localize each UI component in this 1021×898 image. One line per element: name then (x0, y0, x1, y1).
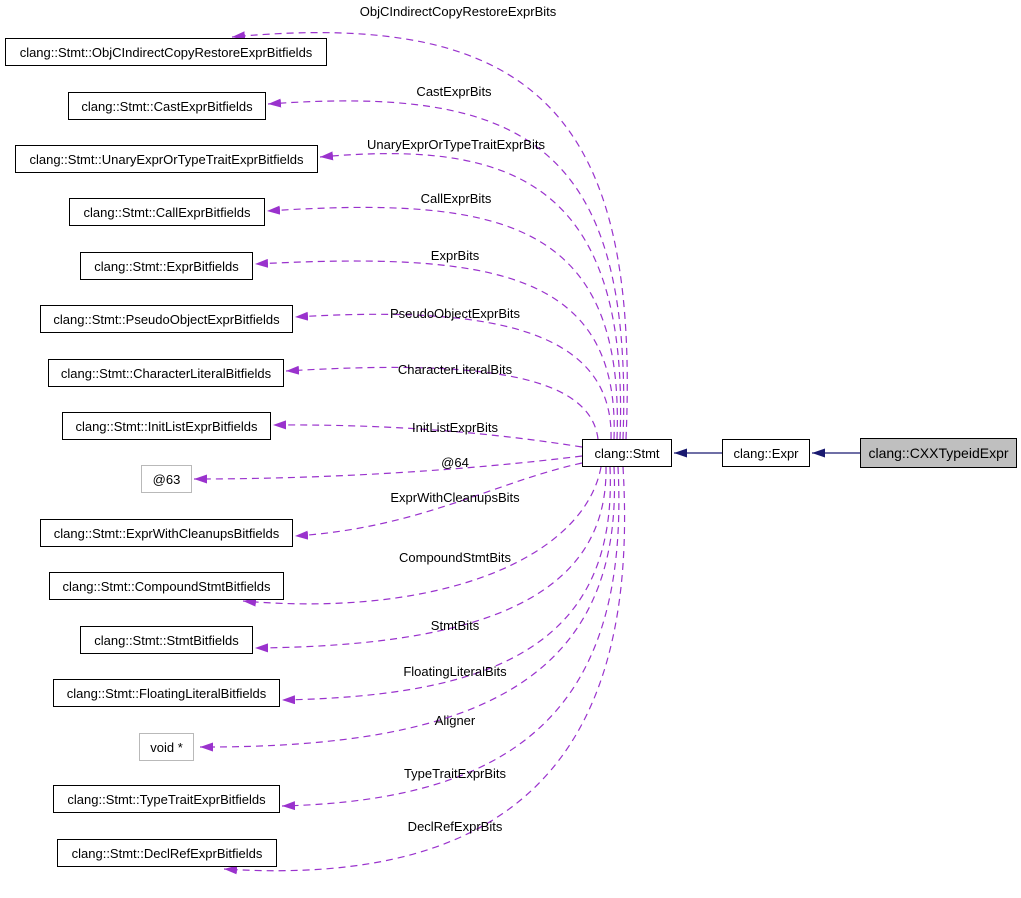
edge-label: PseudoObjectExprBits (389, 306, 521, 321)
edge-label: StmtBits (430, 618, 480, 633)
class-node-init-list-expr-bitfields[interactable]: clang::Stmt::InitListExprBitfields (62, 412, 271, 440)
void-pointer-node-label: void * (150, 739, 183, 755)
usage-edge-init-list (272, 420, 583, 448)
usage-edge-stmt-bits (254, 466, 607, 653)
class-node-cast-expr-bitfields[interactable]: clang::Stmt::CastExprBitfields (68, 92, 266, 120)
class-node-call-expr-bitfields[interactable]: clang::Stmt::CallExprBitfields (69, 198, 265, 226)
edge-label: InitListExprBits (412, 420, 498, 435)
edge-label: ExprBits (430, 248, 480, 263)
class-node-pseudo-object-expr-bitfields[interactable]: clang::Stmt::PseudoObjectExprBitfields (40, 305, 293, 333)
class-node-label: clang::Stmt::DeclRefExprBitfields (71, 845, 263, 861)
class-node-label: clang::Stmt::PseudoObjectExprBitfields (53, 311, 280, 327)
class-node-character-literal-bitfields[interactable]: clang::Stmt::CharacterLiteralBitfields (48, 359, 284, 387)
edge-label: Aligner (434, 713, 476, 728)
class-node-label: clang::Stmt::CallExprBitfields (83, 204, 251, 220)
usage-edge-expr-with-cleanups (294, 462, 583, 540)
class-node-label: clang::Stmt::ExprBitfields (94, 258, 239, 274)
usage-edge-unary (319, 151, 622, 440)
class-node-floating-literal-bitfields[interactable]: clang::Stmt::FloatingLiteralBitfields (53, 679, 280, 707)
usage-edge-aligner (199, 466, 616, 752)
usage-edge-expr (254, 258, 615, 440)
usage-edge-anon (193, 455, 583, 484)
class-node-label: clang::Stmt (594, 445, 660, 461)
class-node-stmt[interactable]: clang::Stmt (582, 439, 672, 467)
class-node-expr-with-cleanups-bitfields[interactable]: clang::Stmt::ExprWithCleanupsBitfields (40, 519, 293, 547)
class-node-label: clang::Stmt::FloatingLiteralBitfields (66, 685, 267, 701)
class-node-label: clang::Stmt::UnaryExprOrTypeTraitExprBit… (29, 151, 304, 167)
usage-edge-cast (267, 98, 625, 440)
edge-label: FloatingLiteralBits (403, 664, 507, 679)
edge-label: CharacterLiteralBits (397, 362, 513, 377)
class-node-label: clang::Stmt::ObjCIndirectCopyRestoreExpr… (19, 44, 313, 60)
anon-union-node-label: @63 (152, 471, 181, 487)
edge-label: @64 (441, 455, 469, 470)
class-node-label: clang::Stmt::CastExprBitfields (81, 98, 253, 114)
edge-label: UnaryExprOrTypeTraitExprBits (367, 137, 545, 152)
class-node-label: clang::Stmt::InitListExprBitfields (75, 418, 258, 434)
class-node-label: clang::Stmt::CompoundStmtBitfields (62, 578, 271, 594)
anon-union-node: @63 (141, 465, 192, 493)
class-node-label: clang::Stmt::ExprWithCleanupsBitfields (53, 525, 280, 541)
edge-label: TypeTraitExprBits (403, 766, 507, 781)
class-node-decl-ref-expr-bitfields[interactable]: clang::Stmt::DeclRefExprBitfields (57, 839, 277, 867)
usage-edge-pseudo-object (294, 311, 612, 440)
class-node-compound-stmt-bitfields[interactable]: clang::Stmt::CompoundStmtBitfields (49, 572, 284, 600)
edge-label: DeclRefExprBits (407, 819, 503, 834)
usage-edge-type-trait (281, 466, 620, 811)
usage-edge-compound-stmt (242, 466, 602, 607)
edge-label: CastExprBits (416, 84, 492, 99)
class-node-expr[interactable]: clang::Expr (722, 439, 810, 467)
usage-edge-call (266, 205, 618, 440)
usage-edge-character-literal (285, 365, 599, 440)
usage-edge-decl-ref (223, 466, 626, 875)
class-node-type-trait-expr-bitfields[interactable]: clang::Stmt::TypeTraitExprBitfields (53, 785, 280, 813)
edge-label: ObjCIndirectCopyRestoreExprBits (359, 4, 557, 19)
class-node-unary-expr-or-type-trait-expr-bitfields[interactable]: clang::Stmt::UnaryExprOrTypeTraitExprBit… (15, 145, 318, 173)
edge-label: ExprWithCleanupsBits (390, 490, 520, 505)
class-node-expr-bitfields[interactable]: clang::Stmt::ExprBitfields (80, 252, 253, 280)
edge-label: CallExprBits (420, 191, 492, 206)
class-node-label: clang::Stmt::CharacterLiteralBitfields (60, 365, 272, 381)
usage-edge-objc-indirect (231, 31, 628, 440)
edge-label: CompoundStmtBits (399, 550, 511, 565)
class-node-objc-indirect-copy-restore-expr-bitfields[interactable]: clang::Stmt::ObjCIndirectCopyRestoreExpr… (5, 38, 327, 66)
void-pointer-node: void * (139, 733, 194, 761)
class-node-cxx-typeid-expr-current: clang::CXXTypeidExpr (860, 438, 1017, 468)
class-node-label: clang::CXXTypeidExpr (868, 445, 1009, 461)
class-node-stmt-bitfields[interactable]: clang::Stmt::StmtBitfields (80, 626, 253, 654)
class-node-label: clang::Stmt::TypeTraitExprBitfields (67, 791, 266, 807)
class-node-label: clang::Stmt::StmtBitfields (94, 632, 239, 648)
class-node-label: clang::Expr (733, 445, 799, 461)
